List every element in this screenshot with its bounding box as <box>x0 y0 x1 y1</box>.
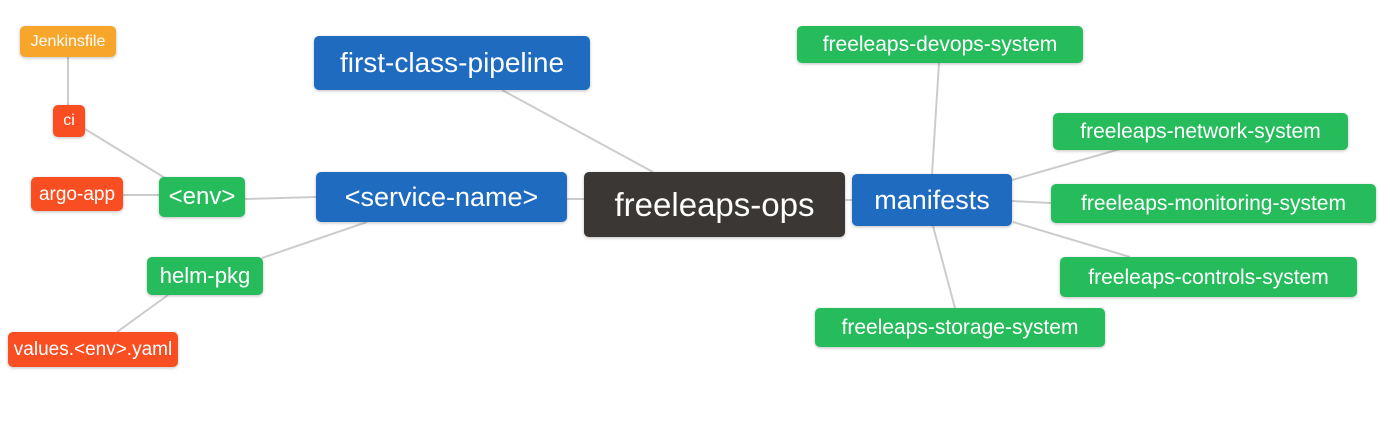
edge-manifests-monitoring-system <box>1011 200 1052 204</box>
node-service-name[interactable]: <service-name> <box>316 172 567 222</box>
node-jenkinsfile[interactable]: Jenkinsfile <box>20 26 116 57</box>
node-manifests[interactable]: manifests <box>852 174 1012 226</box>
node-argo-app[interactable]: argo-app <box>31 177 123 211</box>
node-freeleaps-devops-system[interactable]: freeleaps-devops-system <box>797 26 1083 63</box>
node-helm-pkg[interactable]: helm-pkg <box>147 257 263 295</box>
node-freeleaps-ops[interactable]: freeleaps-ops <box>584 172 845 237</box>
node-env[interactable]: <env> <box>159 177 245 217</box>
node-values-env-yaml[interactable]: values.<env>.yaml <box>8 332 178 367</box>
edge-values-env-yaml-helm-pkg <box>116 294 169 333</box>
node-freeleaps-storage-system[interactable]: freeleaps-storage-system <box>815 308 1105 347</box>
edge-env-service-name <box>244 196 317 200</box>
edge-manifests-devops-system <box>931 62 940 175</box>
node-freeleaps-controls-system[interactable]: freeleaps-controls-system <box>1060 257 1357 297</box>
node-freeleaps-network-system[interactable]: freeleaps-network-system <box>1053 113 1348 150</box>
node-freeleaps-monitoring-system[interactable]: freeleaps-monitoring-system <box>1051 184 1376 223</box>
edge-manifests-storage-system <box>932 225 956 309</box>
node-ci[interactable]: ci <box>53 105 85 137</box>
edge-helm-pkg-service-name <box>261 221 368 259</box>
edge-first-class-pipeline-ops <box>501 89 654 173</box>
edge-manifests-network-system <box>1011 148 1121 181</box>
edge-ci-env <box>84 128 166 179</box>
edge-manifests-controls-system <box>1012 221 1131 258</box>
node-first-class-pipeline[interactable]: first-class-pipeline <box>314 36 590 90</box>
